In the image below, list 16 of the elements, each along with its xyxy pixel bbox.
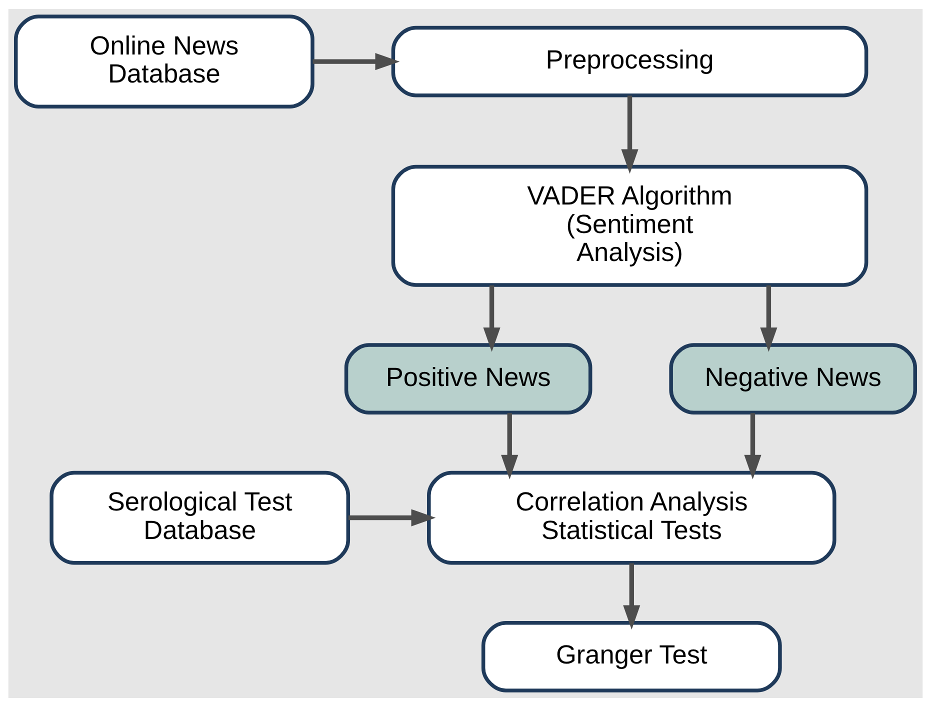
node-box: Preprocessing	[391, 26, 868, 98]
node-box: Serological Test Database	[50, 470, 350, 565]
arrow	[744, 413, 762, 480]
arrow	[483, 285, 500, 352]
arrow	[501, 413, 518, 480]
node-box: Correlation Analysis Statistical Tests	[427, 470, 836, 565]
arrow	[621, 96, 638, 174]
arrow	[312, 53, 400, 70]
node-box: VADER Algorithm (Sentiment Analysis)	[391, 164, 868, 287]
arrow	[760, 285, 778, 352]
arrow	[348, 509, 436, 526]
node-box: Granger Test	[481, 621, 782, 692]
node-box: Positive News	[344, 343, 592, 415]
node-box: Negative News	[669, 343, 918, 415]
arrow	[623, 563, 640, 630]
node-box: Online News Database	[14, 14, 314, 108]
